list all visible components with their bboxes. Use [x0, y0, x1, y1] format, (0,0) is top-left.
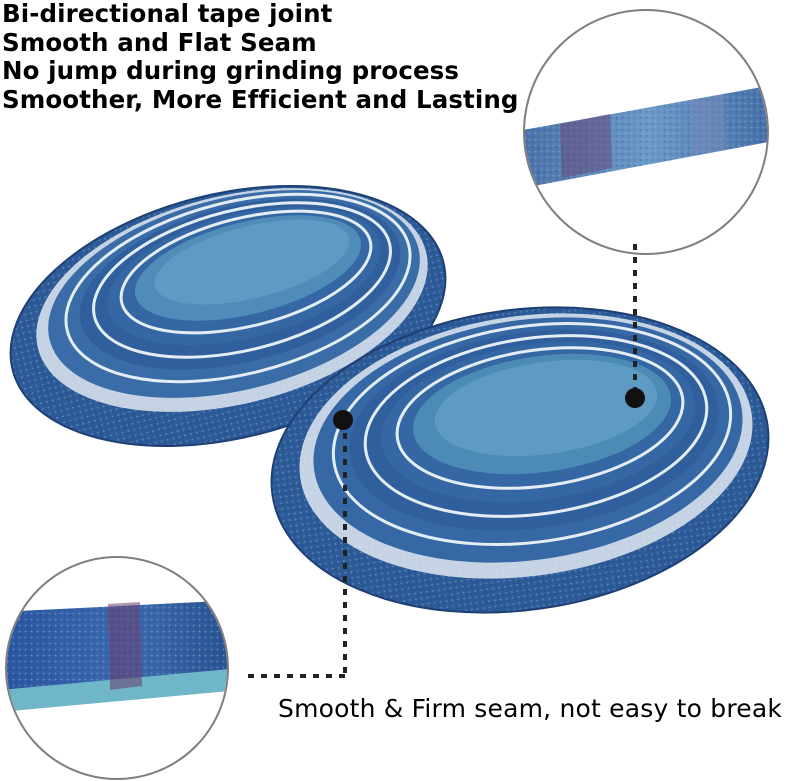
callout-dot-top [625, 388, 645, 408]
feature-item: Bi-directional tape joint [2, 0, 333, 28]
feature-item: No jump during grinding process [2, 56, 460, 85]
seam-closeup-bottom [5, 556, 229, 780]
feature-item: Smooth and Flat Seam [2, 27, 317, 57]
leader-lines [248, 244, 637, 678]
callout-dot-bottom [333, 410, 353, 430]
seam-caption: Smooth & Firm seam, not easy to break [278, 694, 783, 723]
feature-item: Smoother, More Efficient and Lasting [2, 84, 519, 114]
seam-closeup-top [523, 9, 769, 255]
feature-list: Bi-directional tape joint Smooth and Fla… [2, 0, 519, 114]
